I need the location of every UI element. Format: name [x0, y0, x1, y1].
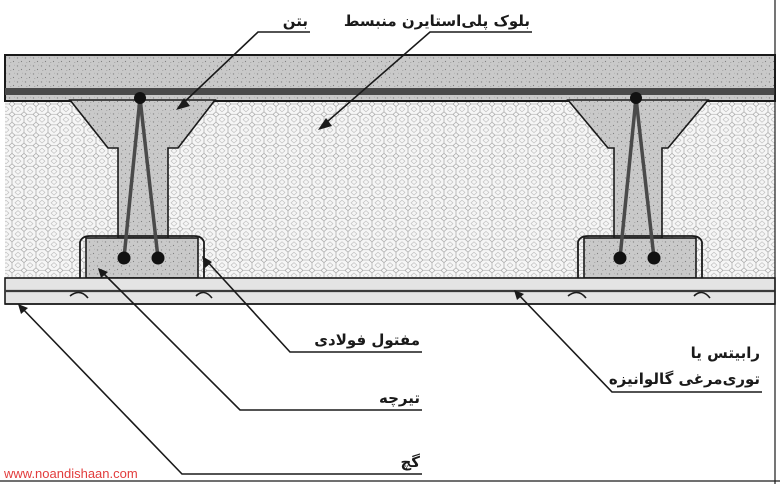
watermark: www.noandishaan.com — [3, 466, 138, 481]
leader-gypsum — [19, 305, 422, 475]
leader-mesh — [515, 291, 762, 393]
leader-eps — [319, 31, 532, 129]
label-steel-wire: مفتول فولادی — [314, 331, 420, 349]
label-joist: تیرچه — [379, 389, 420, 408]
joist-heel-right — [583, 237, 697, 279]
leader-concrete — [177, 31, 310, 109]
steel-truss-left — [122, 97, 160, 259]
mesh-hook-left — [79, 235, 205, 292]
rebar-points — [117, 92, 661, 265]
mesh-hook-right — [577, 235, 703, 292]
topping-rebar-band — [5, 88, 775, 95]
label-gypsum: گچ — [400, 453, 420, 471]
steel-truss-right — [618, 97, 656, 259]
leader-steel-wire — [203, 257, 422, 353]
label-eps-block: بلوک پلی‌استایرن منبسط — [344, 12, 530, 31]
leader-joist — [99, 269, 422, 411]
label-concrete: بتن — [283, 12, 308, 30]
label-mesh-line2: توری‌مرغی گالوانیزه — [609, 370, 760, 388]
label-mesh-line1: رابیتس یا — [691, 344, 760, 362]
